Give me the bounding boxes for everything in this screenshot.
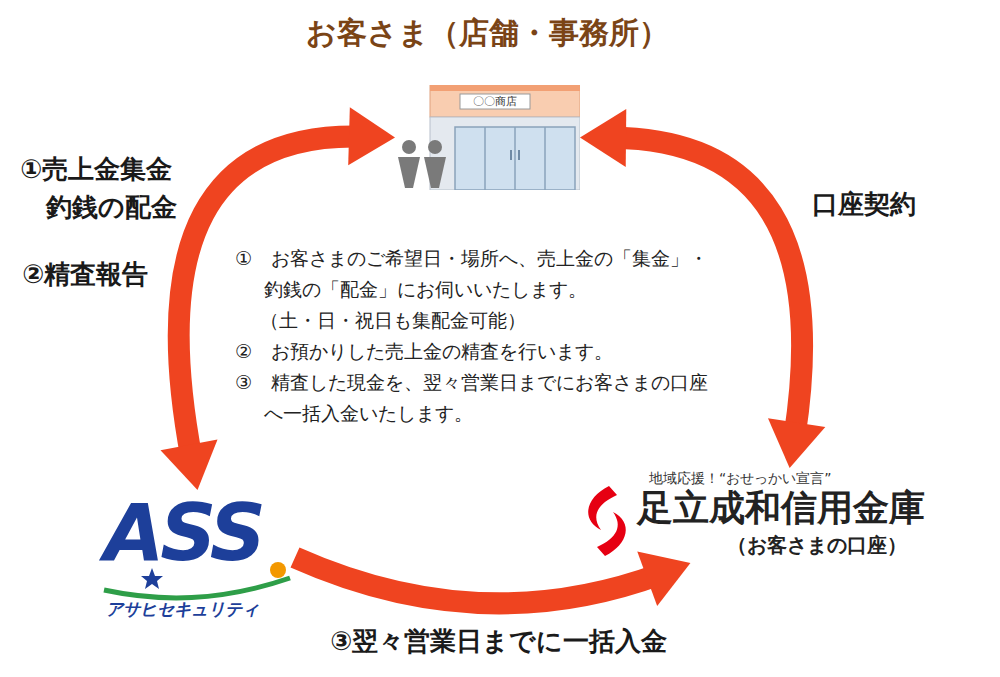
bank-slogan: 地域応援！“おせっかい宣言” xyxy=(649,470,832,486)
account-note: （お客さまの口座） xyxy=(727,532,907,558)
arrow-head xyxy=(580,109,626,167)
node-heading: お客さま（店舗・事務所） xyxy=(306,13,669,54)
step-text: ③ 精査した現金を、翌々営業日までにお客さまの口座へ一括入金いたします。 xyxy=(235,367,725,429)
circle-fill xyxy=(207,97,803,583)
shape-rect xyxy=(430,117,580,190)
arrow-head xyxy=(768,418,825,468)
step-label: ②精査報告 xyxy=(22,255,148,293)
arrow-head xyxy=(637,552,690,606)
shape-circle xyxy=(402,140,416,154)
shape-line xyxy=(514,127,516,190)
security-company-logo: ASS アサヒセキュリティ xyxy=(100,490,295,625)
shape-rect xyxy=(518,150,520,160)
arrow-label: ③翌々営業日までに一括入金 xyxy=(330,622,667,660)
shape-path xyxy=(398,157,420,188)
company-name: アサヒセキュリティ xyxy=(106,598,259,620)
arrow-label: ①売上金集金 釣銭の配金 xyxy=(20,150,205,226)
shape-circle xyxy=(270,562,286,578)
step-note: （土・日・祝日も集配金可能） xyxy=(235,305,725,336)
shape-circle xyxy=(428,140,442,154)
curved-arrow xyxy=(295,558,660,604)
shape-rect xyxy=(460,94,530,109)
shape-path xyxy=(588,486,617,530)
shape-path xyxy=(104,578,290,598)
shape-path xyxy=(424,157,446,188)
shape-path xyxy=(597,512,626,556)
shape-line xyxy=(544,127,546,190)
step-text: ② お預かりした売上金の精査を行います。 xyxy=(235,336,725,367)
logo-letters: ASS xyxy=(104,488,262,578)
shape-rect xyxy=(510,150,512,160)
arrow-label: 口座契約 xyxy=(812,185,916,223)
customer-shop: お客さま（店舗・事務所）〇〇商店 xyxy=(395,85,580,190)
bank-name: 足立成和信用金庫 xyxy=(637,486,925,530)
step-text: ① お客さまのご希望日・場所へ、売上金の「集金」・釣銭の「配金」にお伺いいたしま… xyxy=(235,243,725,305)
shape-rect xyxy=(455,127,575,190)
shape-line xyxy=(484,127,486,190)
shape-rect xyxy=(430,85,580,117)
shape-rect xyxy=(430,85,580,91)
text-column: ① お客さまのご希望日・場所へ、売上金の「集金」・釣銭の「配金」にお伺いいたしま… xyxy=(235,243,725,429)
arrow-head xyxy=(348,107,395,165)
arrow-head xyxy=(161,439,218,490)
shop-sign: 〇〇商店 xyxy=(460,94,530,109)
bank-logo: 地域応援！“おせっかい宣言”足立成和信用金庫（お客さまの口座） xyxy=(575,468,980,563)
